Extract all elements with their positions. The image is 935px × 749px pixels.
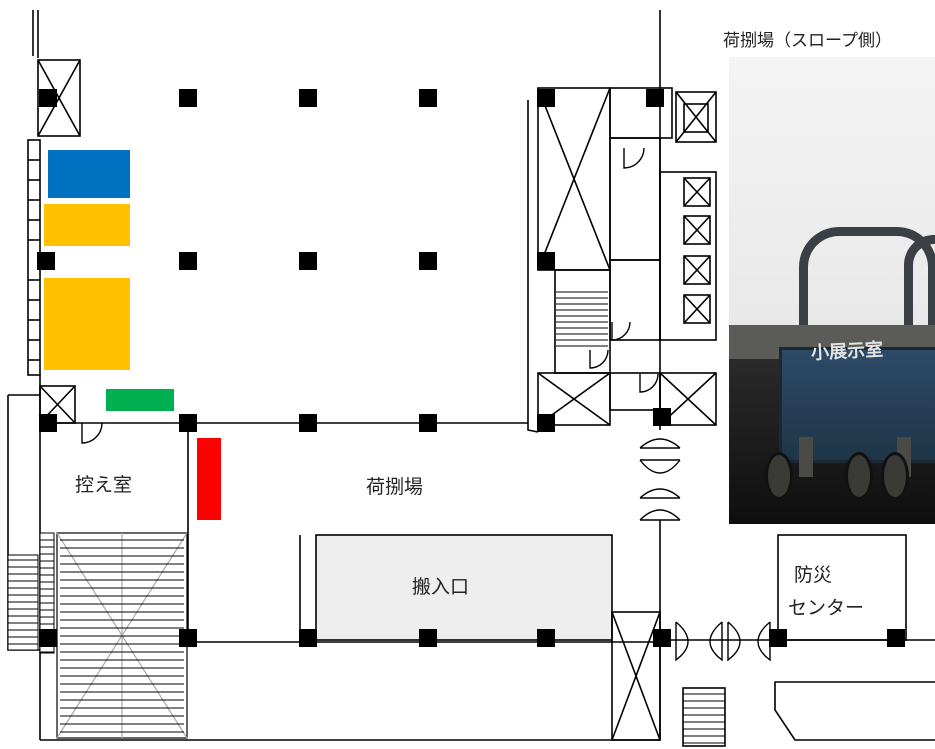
entrance-label: 搬入口 (412, 576, 470, 598)
door-swing-icon (589, 349, 609, 369)
side-stairs (7, 532, 55, 654)
cart-wheel (765, 452, 793, 500)
revolving-door-icon (675, 621, 689, 662)
revolving-door-icon (709, 621, 723, 662)
column (419, 89, 437, 107)
service-core (537, 87, 717, 741)
door-swing-icon (623, 147, 645, 169)
revolving-door-icon (639, 488, 681, 499)
column (419, 414, 437, 432)
column (653, 408, 671, 426)
column (769, 629, 787, 647)
column (419, 629, 437, 647)
column (39, 89, 57, 107)
entrance-area (315, 534, 613, 641)
loading-area-label: 荷捌場 (366, 476, 424, 498)
column (179, 629, 197, 647)
blue-marker (48, 150, 130, 198)
column (37, 252, 55, 270)
red-marker (197, 438, 221, 520)
column (299, 629, 317, 647)
yellow-marker-top (44, 204, 130, 246)
column (537, 89, 555, 107)
column (653, 629, 671, 647)
column (537, 414, 555, 432)
core-stair-steps (556, 291, 608, 347)
yellow-marker-large (44, 278, 130, 370)
revolving-door-icon (639, 438, 681, 449)
cart-wheel (881, 452, 909, 500)
column (646, 89, 664, 107)
stair-steps (60, 539, 184, 733)
column (299, 414, 317, 432)
right-stair-steps (683, 693, 725, 744)
revolving-door-icon (727, 621, 741, 662)
column (887, 629, 905, 647)
column (299, 252, 317, 270)
door-swing-icon (81, 422, 103, 444)
column (537, 252, 555, 270)
revolving-door-icon (639, 459, 681, 474)
disaster-center-label-line2: センター (788, 597, 865, 619)
door-swing-icon (639, 373, 659, 393)
column (299, 89, 317, 107)
column (39, 629, 57, 647)
column (419, 252, 437, 270)
revolving-door-icon (639, 509, 681, 521)
green-marker (106, 389, 174, 411)
revolving-door-icon (757, 621, 771, 662)
column (179, 89, 197, 107)
loading-area-photo: 小展示室 (729, 57, 935, 524)
door-swings (81, 147, 771, 662)
cart-handle (799, 227, 935, 366)
column (179, 414, 197, 432)
door-swing-icon (611, 321, 631, 341)
disaster-center-label-line1: 防災 (794, 564, 833, 586)
cart-handle (904, 235, 935, 364)
waiting-room-label: 控え室 (75, 474, 133, 496)
cart-wheel (845, 452, 873, 500)
cart-leg (799, 437, 813, 477)
structural-columns (37, 89, 905, 647)
cart-label: 小展示室 (810, 339, 884, 365)
column (39, 414, 57, 432)
photo-caption: 荷捌場（スロープ側） (723, 31, 892, 51)
column (537, 629, 555, 647)
column (179, 252, 197, 270)
